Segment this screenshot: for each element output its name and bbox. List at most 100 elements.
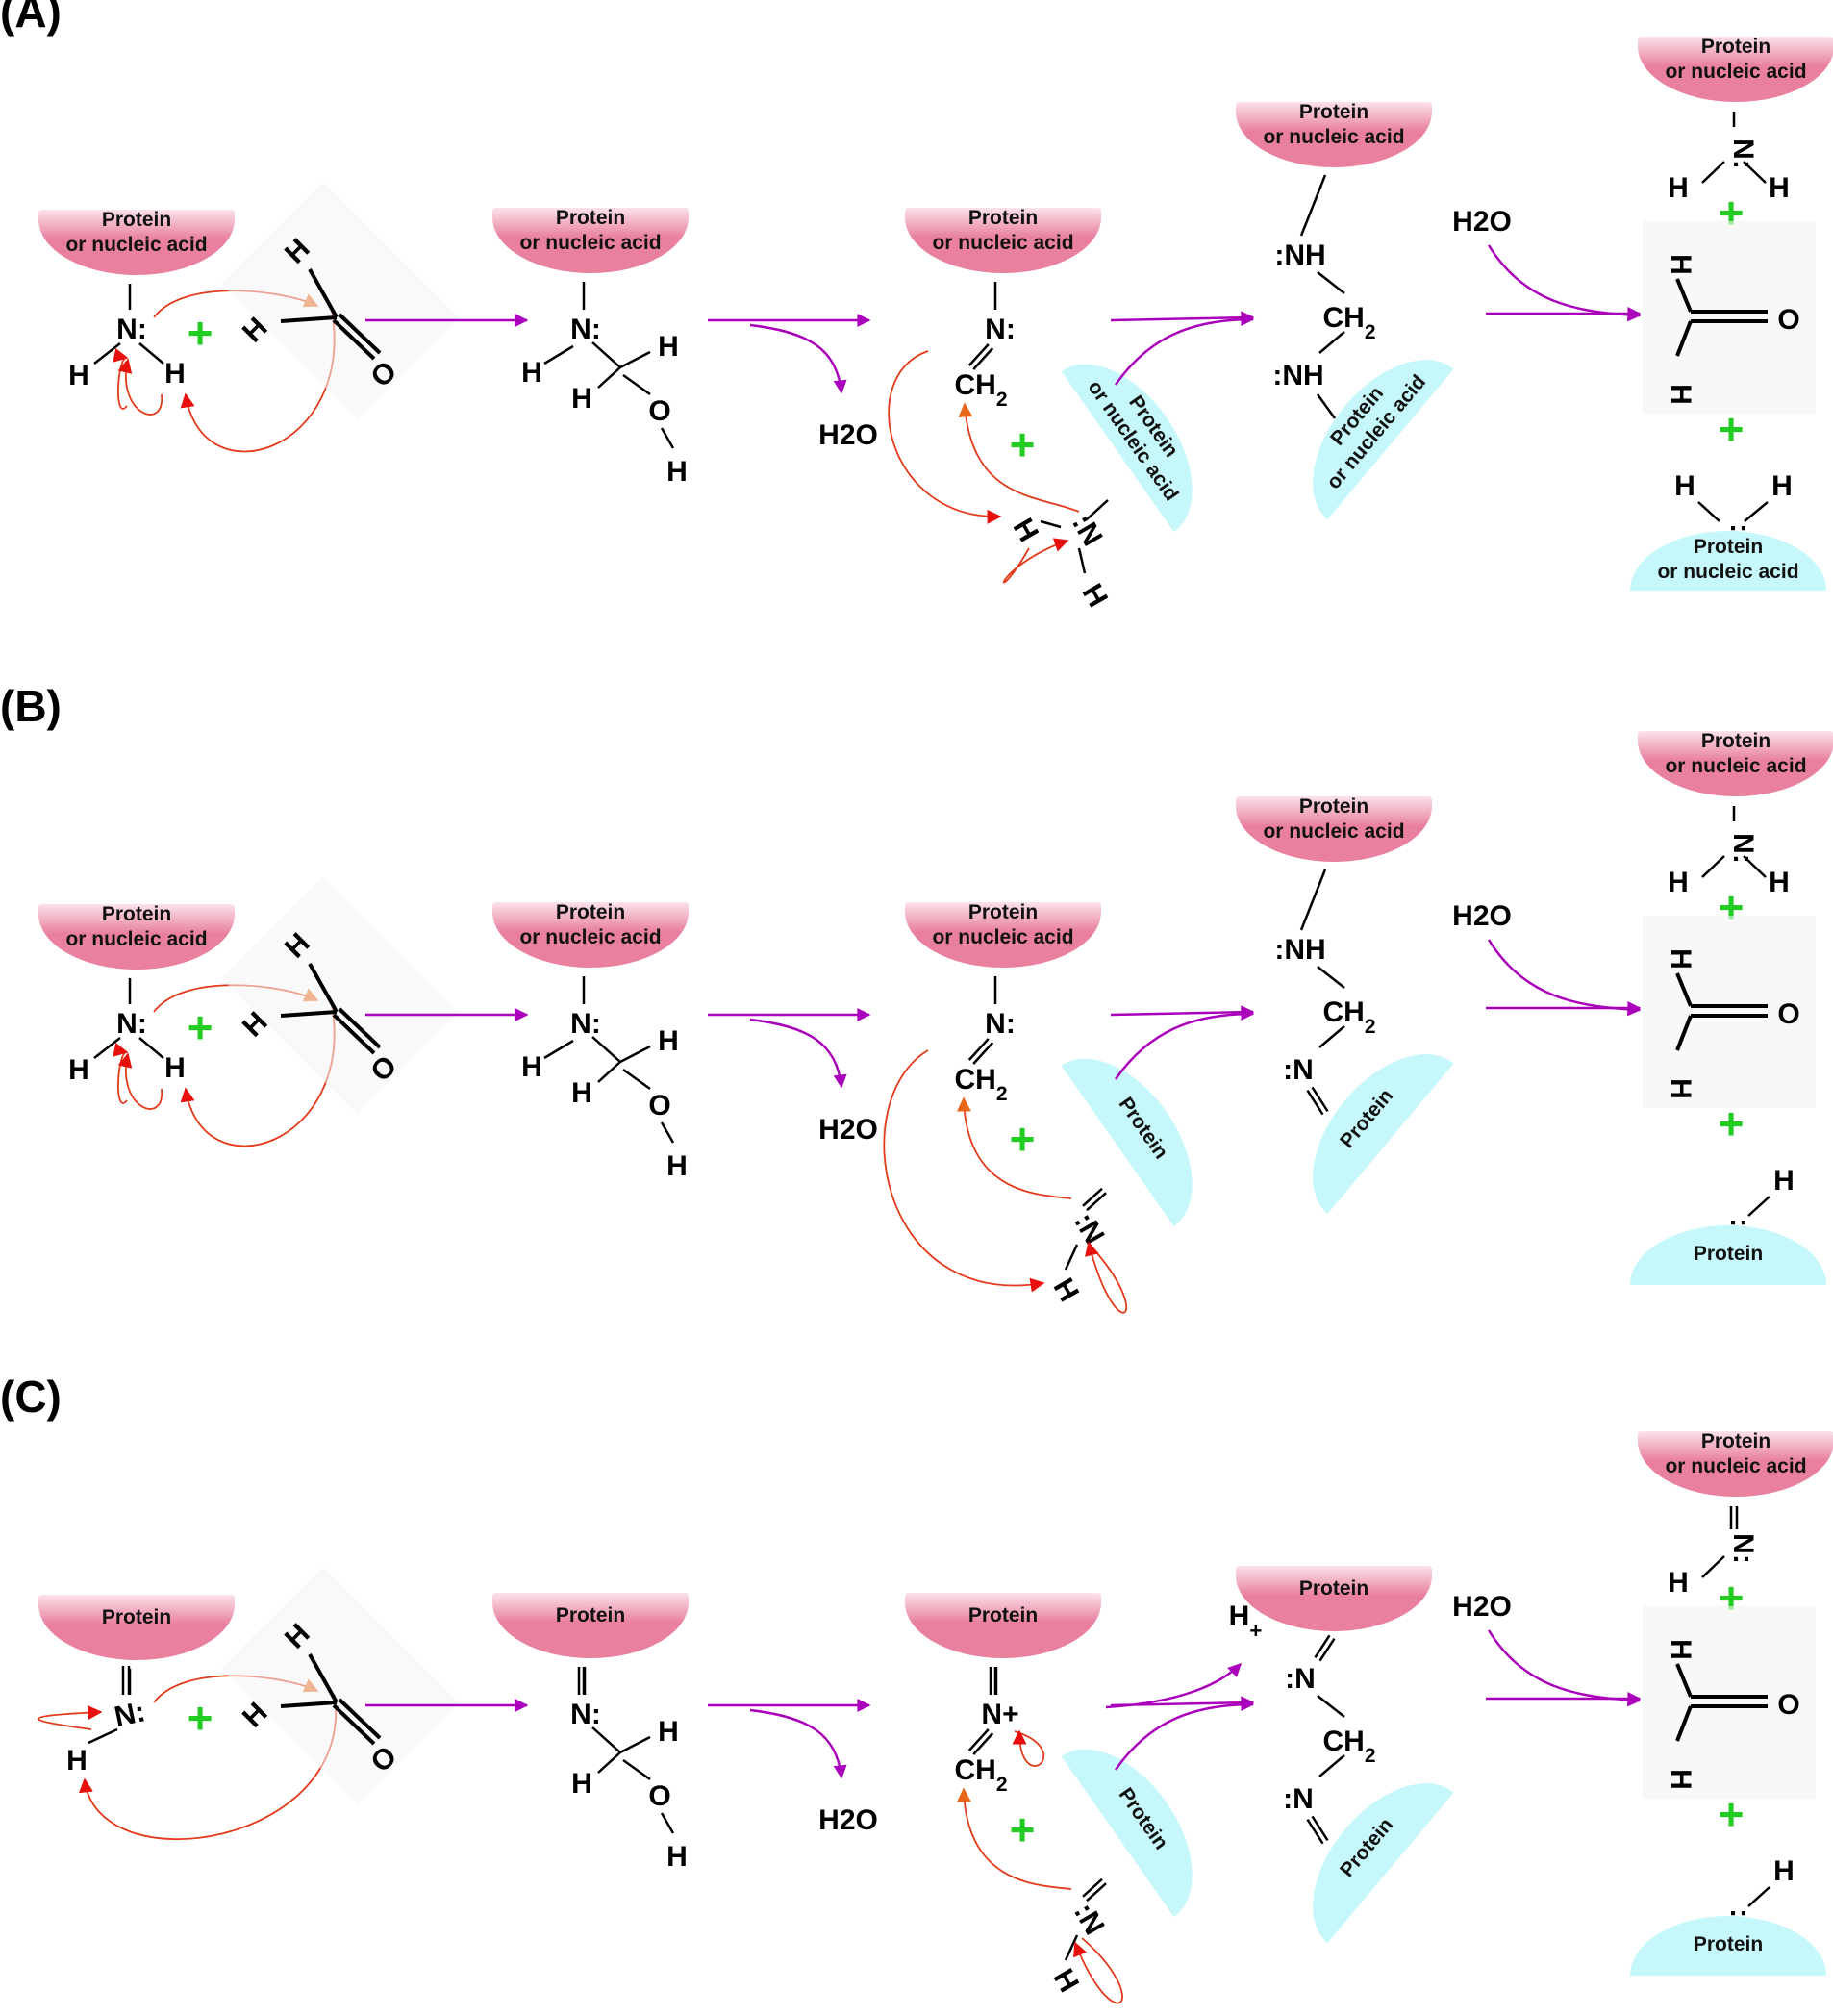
hydrogen-atom: H (658, 1025, 679, 1057)
nitrogen-atom: :N (1067, 1898, 1110, 1940)
electron-push-arrow (1085, 1241, 1128, 1314)
nitrogen-atom: N: (116, 314, 147, 345)
panel-label: (C) (0, 1372, 62, 1422)
hydrogen-atom: H (1665, 1078, 1696, 1099)
macromolecule-top: Protein (492, 1593, 689, 1658)
hydrogen-atom: H (658, 331, 679, 363)
oxygen-atom: O (648, 395, 670, 427)
nitrogen-group: :N (1283, 1054, 1314, 1086)
oxygen-atom: O (648, 1780, 670, 1812)
hydrogen-atom: H (658, 1716, 679, 1748)
proton-release-arrow (1105, 1663, 1242, 1709)
macromolecule-bottom: Protein (1313, 1783, 1454, 1943)
hydrogen-atom: H (1007, 514, 1044, 547)
hydrogen-atom: H (571, 383, 592, 415)
hydrogen-atom: H (666, 1841, 688, 1873)
methylene-bridge: CH2 (1322, 302, 1375, 343)
hydrogen-atom: H (1665, 1769, 1696, 1790)
hydrogen-atom: H (1665, 948, 1696, 970)
nitrogen-group: :N (1283, 1783, 1314, 1815)
methylene-bridge: CH2 (1322, 1726, 1375, 1767)
reaction-arrow (1110, 311, 1255, 325)
hydrogen-atom: H (1047, 1964, 1085, 1998)
nitrogen-atom: N: (985, 1008, 1016, 1040)
panel-label: (B) (0, 681, 62, 731)
macromolecule-bottom: Protein (1630, 1916, 1826, 1976)
electron-push-arrow (38, 1705, 103, 1730)
blob-label: Protein (556, 1604, 625, 1626)
water-molecule: H2O (1452, 1591, 1512, 1623)
nitrogen-atom: N: (570, 1699, 601, 1730)
hydrogen-atom: H (1076, 579, 1114, 613)
hydrogen-atom: H (1668, 1567, 1689, 1599)
blob-label: Protein (102, 1606, 171, 1628)
hydrogen-atom: H (1771, 470, 1793, 502)
methylene-group: CH2 (954, 1754, 1007, 1796)
hydrogen-atom: H (1773, 1855, 1795, 1887)
plus-sign: + (1010, 1114, 1036, 1164)
nitrogen-group: :NH (1274, 934, 1325, 966)
macromolecule-bottom: Protein (1061, 1749, 1193, 1918)
macromolecule-top: Protein (38, 1595, 235, 1660)
methylene-group: CH2 (954, 369, 1007, 411)
electron-push-arrow (958, 402, 1080, 513)
oxygen-atom: O (1777, 998, 1799, 1030)
nitrogen-atom: N: (112, 1696, 148, 1733)
plus-sign: + (1719, 1098, 1745, 1148)
formaldehyde: HHO (220, 875, 460, 1115)
hydrogen-atom: H (1668, 172, 1689, 204)
electron-push-arrow (956, 1787, 1072, 1890)
methylene-group: CH2 (954, 1064, 1007, 1105)
plus-sign: + (1719, 1789, 1745, 1839)
plus-sign: + (188, 1693, 213, 1743)
macromolecule-bottom: Proteinor nucleic acid (1061, 364, 1193, 533)
plus-sign: + (1010, 1804, 1036, 1854)
water-molecule: H2O (818, 1114, 878, 1146)
released-formaldehyde: H H O (1643, 916, 1816, 1108)
hydrogen-atom: H (521, 1051, 542, 1083)
nitrogen-atom: N+ (981, 1699, 1018, 1730)
nitrogen-group: :NH (1274, 239, 1325, 271)
hydrogen-atom: H (1668, 867, 1689, 898)
nitrogen-group: :NH (1272, 360, 1323, 391)
reaction-arrow-join (1114, 313, 1255, 386)
hydrogen-atom: H (164, 358, 186, 390)
hydrogen-atom: H (666, 456, 688, 488)
released-proton: H+ (1229, 1600, 1263, 1643)
hydrogen-atom: H (1047, 1273, 1085, 1307)
plus-sign: + (188, 308, 213, 358)
plus-sign: + (1719, 404, 1745, 454)
water-molecule: H2O (818, 1804, 878, 1836)
water-addition-arrow (1487, 939, 1642, 1017)
electron-push-arrow (1002, 538, 1069, 584)
hydrogen-atom: H (571, 1077, 592, 1109)
nitrogen-group: :N (1285, 1663, 1316, 1695)
nitrogen-atom: N: (570, 1008, 601, 1040)
formaldehyde: HHO (220, 181, 460, 420)
nitrogen-atom: N: (116, 1008, 147, 1040)
electron-push-arrow (117, 358, 163, 416)
